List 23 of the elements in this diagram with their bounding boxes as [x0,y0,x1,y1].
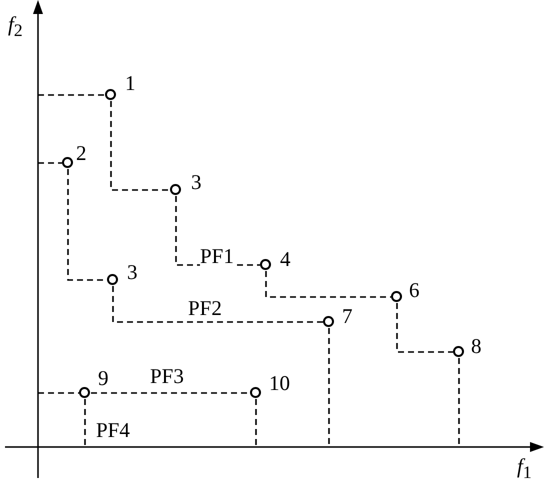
dashed-connector [458,358,460,447]
front-label: PF1 [200,246,234,267]
point-number: 3 [191,172,202,193]
point-number: 8 [471,336,482,357]
dashed-connector [38,392,79,394]
dashed-connector [396,303,453,353]
dashed-connector [38,162,62,164]
point-number: 2 [76,143,86,164]
dashed-connector [84,399,86,447]
dashed-connector [265,271,391,298]
dashed-connector [328,328,330,447]
point-number: 3 [127,262,138,283]
point-number: 10 [269,373,290,394]
point-number: 7 [342,306,352,327]
dashed-connector [112,286,323,323]
point-number: 4 [280,249,290,270]
dashed-connector [38,94,105,96]
point-number: 6 [409,280,420,301]
point-number: 1 [125,73,136,94]
dashed-connector [91,392,250,394]
point-number: 9 [98,368,108,389]
dashed-connector [110,101,170,191]
dashed-connector [255,399,257,447]
